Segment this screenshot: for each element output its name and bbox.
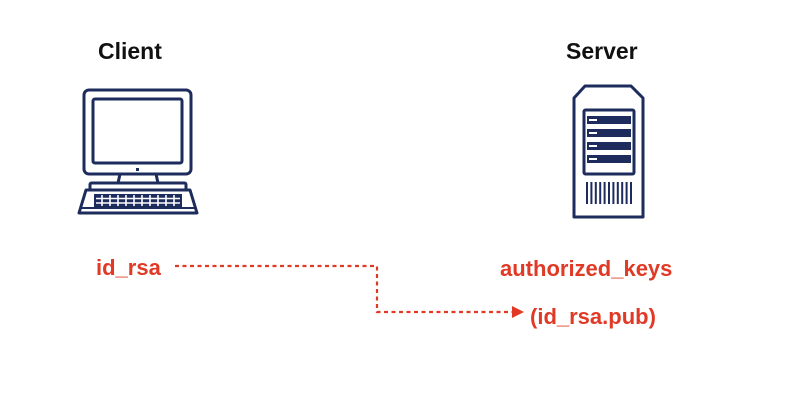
private-key-label: id_rsa	[96, 255, 161, 280]
desktop-computer-icon	[77, 88, 199, 215]
server-title: Server	[566, 38, 638, 64]
public-key-label: (id_rsa.pub)	[530, 304, 656, 329]
dotted-connector-line	[175, 264, 514, 314]
authorized-keys-label: authorized_keys	[500, 256, 673, 281]
client-title: Client	[98, 38, 162, 64]
arrowhead-icon	[512, 306, 524, 318]
server-tower-icon	[572, 84, 645, 219]
